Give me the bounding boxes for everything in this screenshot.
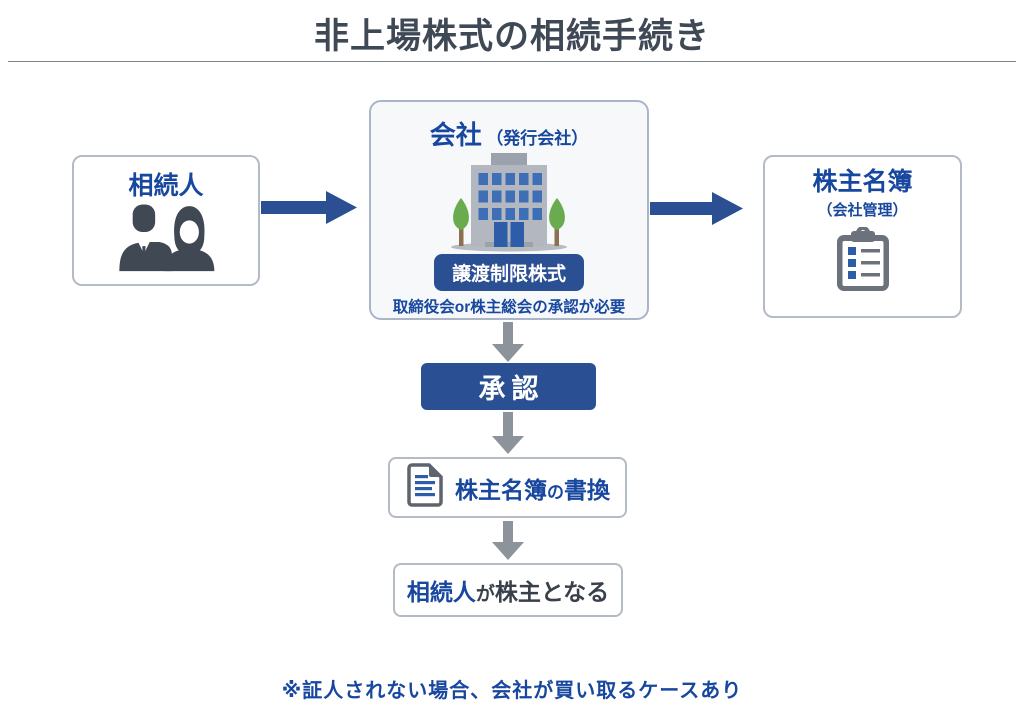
arrow-down-icon [491, 521, 525, 565]
company-title-main: 会社 [429, 120, 482, 150]
company-title: 会社 （発行会社） [371, 115, 647, 152]
company-approval-note: 取締役会or株主総会の承認が必要 [392, 299, 626, 316]
shareholder-register-box: 株主名簿 （会社管理） [763, 155, 962, 318]
restricted-stock-badge: 譲渡制限株式 [433, 254, 585, 291]
company-box: 会社 （発行会社） 譲渡制限株式 [369, 100, 649, 320]
register-rewrite-box: 株主名簿の書換 [388, 457, 627, 518]
rewrite-label: 株主名簿の書換 [455, 476, 610, 503]
result-box: 相続人が株主となる [393, 563, 623, 617]
heir-box: 相続人 [72, 155, 260, 286]
arrow-right-icon [650, 190, 744, 232]
result-label: 相続人が株主となる [406, 579, 610, 605]
register-subtitle: （会社管理） [817, 201, 908, 219]
title-divider [8, 61, 1016, 62]
heir-label: 相続人 [128, 172, 204, 200]
company-title-sub: （発行会社） [486, 129, 589, 148]
footnote: ※証人されない場合、会社が買い取るケースあり [281, 680, 743, 702]
arrow-right-icon [261, 189, 358, 231]
two-persons-icon [116, 202, 216, 277]
approval-step: 承認 [421, 363, 596, 410]
arrow-down-icon [491, 322, 525, 367]
clipboard-list-icon [834, 225, 892, 298]
page-title: 非上場株式の相続手続き [313, 17, 710, 56]
register-title: 株主名簿 [812, 168, 913, 196]
document-icon [405, 463, 445, 512]
arrow-down-icon [491, 412, 525, 459]
office-building-icon [434, 148, 584, 257]
